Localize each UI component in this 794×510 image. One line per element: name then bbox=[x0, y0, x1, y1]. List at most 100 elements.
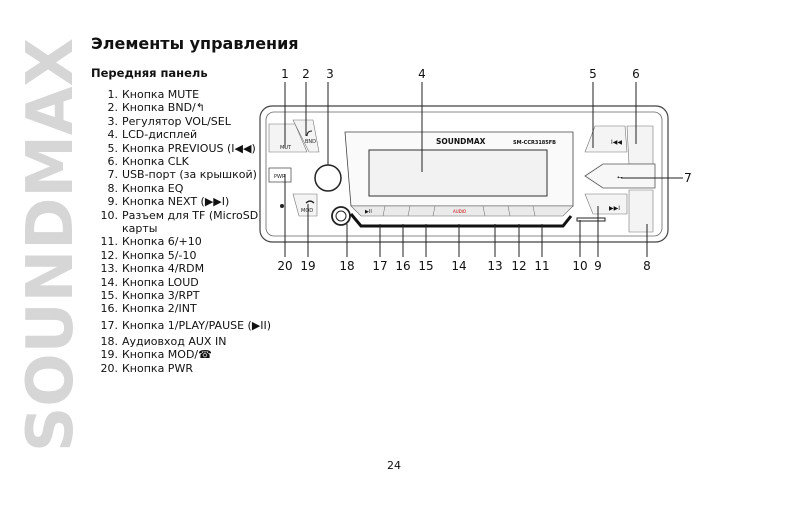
legend-text: Кнопка 1/PLAY/PAUSE (▶II) bbox=[122, 319, 272, 332]
callout-number: 14 bbox=[451, 259, 466, 273]
legend-item: 8 Кнопка EQ bbox=[91, 182, 281, 195]
callout-number: 13 bbox=[487, 259, 502, 273]
lcd-display bbox=[368, 149, 548, 197]
legend-text: Кнопка LOUD bbox=[122, 275, 199, 289]
legend-item: 3 Регулятор VOL/SEL bbox=[91, 115, 281, 128]
mod-label: MOD bbox=[301, 208, 313, 214]
volume-knob bbox=[314, 164, 342, 192]
legend-text: Кнопка PREVIOUS (I◀◀) bbox=[122, 141, 256, 155]
bnd-arrow-icon bbox=[306, 130, 313, 137]
eq-button bbox=[628, 189, 654, 233]
legend-text: Кнопка EQ bbox=[122, 181, 184, 195]
legend-number: 19 bbox=[91, 348, 118, 361]
clk-button bbox=[626, 125, 654, 165]
legend-item: 11 Кнопка 6/+10 bbox=[91, 235, 281, 248]
panel-model-text: SM-CCR3185FB bbox=[513, 140, 556, 146]
legend-number: 5 bbox=[91, 142, 118, 155]
legend-number: 18 bbox=[91, 335, 118, 348]
legend-text: Кнопка 4/RDM bbox=[122, 262, 205, 276]
legend-item: 14 Кнопка LOUD bbox=[91, 276, 281, 289]
callout-number: 19 bbox=[300, 259, 315, 273]
audio-label: AUDIO bbox=[453, 209, 466, 214]
front-panel-diagram: MUT BND PWR MOD SOUNDMAX SM-CCR3185FB AU… bbox=[259, 67, 692, 273]
callout-number: 11 bbox=[534, 259, 549, 273]
callout-number: 3 bbox=[326, 67, 334, 81]
mute-button bbox=[268, 123, 308, 153]
phone-icon bbox=[305, 200, 315, 204]
legend-item: 18 Аудиовход AUX IN bbox=[91, 335, 281, 348]
panel-brand-text: SOUNDMAX bbox=[436, 137, 486, 146]
legend-number: 15 bbox=[91, 289, 118, 302]
legend-item: 13Кнопка 4/RDM bbox=[91, 262, 281, 275]
bnd-label: BND bbox=[305, 139, 316, 145]
legend-item: 9 Кнопка NEXT (▶▶I) bbox=[91, 195, 281, 208]
legend-item: 16 Кнопка 2/INT bbox=[91, 302, 281, 315]
preset-divider bbox=[432, 205, 436, 217]
soundmax-vertical-logo: SOUNDMAX bbox=[20, 38, 84, 452]
legend-text: Аудиовход AUX IN bbox=[122, 335, 227, 348]
legend-number: 20 bbox=[91, 362, 118, 375]
callout-number: 10 bbox=[572, 259, 587, 273]
legend-item: 2 Кнопка BND/↰ bbox=[91, 101, 281, 114]
preset-strip-shadow bbox=[349, 213, 573, 228]
callout-number: 4 bbox=[418, 67, 426, 81]
callout-number: 17 bbox=[372, 259, 387, 273]
preset-divider bbox=[382, 205, 386, 217]
page-number: 24 bbox=[387, 459, 401, 472]
legend-item: 4LCD-дисплей bbox=[91, 128, 281, 141]
legend-item: 17 Кнопка 1/PLAY/PAUSE (▶II) bbox=[91, 319, 281, 332]
usb-icon: ⭠ bbox=[617, 173, 623, 181]
legend-text: Кнопка PWR bbox=[122, 361, 193, 375]
next-icon: ▶▶I bbox=[609, 205, 620, 212]
legend-item: 6 Кнопка CLK bbox=[91, 155, 281, 168]
leader-lines bbox=[284, 82, 683, 257]
callout-number: 12 bbox=[511, 259, 526, 273]
legend-number: 9 bbox=[91, 195, 118, 208]
callout-number: 9 bbox=[594, 259, 602, 273]
aux-jack bbox=[335, 210, 347, 222]
legend-text: Кнопка 2/INT bbox=[122, 302, 197, 316]
previous-icon: I◀◀ bbox=[611, 139, 622, 146]
legend-number: 11 bbox=[91, 235, 118, 248]
legend-item: 19 Кнопка MOD/☎ bbox=[91, 348, 281, 361]
legend-number: 6 bbox=[91, 155, 118, 168]
preset-divider bbox=[407, 205, 411, 217]
legend-text: Кнопка NEXT (▶▶I) bbox=[122, 195, 230, 209]
legend-number: 3 bbox=[91, 115, 118, 128]
legend-text: Кнопка MOD/☎ bbox=[122, 348, 212, 362]
callout-number: 1 bbox=[281, 67, 289, 81]
section-title: Элементы управления bbox=[91, 34, 299, 53]
mute-label: MUT bbox=[280, 145, 292, 151]
legend-number: 12 bbox=[91, 249, 118, 262]
usb-cover bbox=[584, 163, 656, 189]
callout-number: 5 bbox=[589, 67, 597, 81]
previous-button bbox=[584, 125, 628, 153]
legend-number: 2 bbox=[91, 101, 118, 114]
legend-text: Кнопка MUTE bbox=[122, 88, 200, 101]
legend-text: LCD-дисплей bbox=[122, 128, 198, 142]
play-pause-mark-icon: ▶II bbox=[365, 209, 372, 215]
subsection-title: Передняя панель bbox=[91, 66, 208, 80]
legend-item: 15 Кнопка 3/RPT bbox=[91, 289, 281, 302]
preset-divider bbox=[482, 205, 486, 217]
microsd-slot bbox=[576, 217, 606, 222]
legend-text: Кнопка 6/+10 bbox=[122, 235, 202, 249]
callout-number: 7 bbox=[684, 171, 692, 185]
legend-text: Регулятор VOL/SEL bbox=[122, 114, 231, 128]
legend-number: 10 bbox=[91, 209, 118, 222]
callout-number: 2 bbox=[302, 67, 310, 81]
legend-number: 8 bbox=[91, 182, 118, 195]
callout-number: 18 bbox=[339, 259, 354, 273]
legend-number: 17 bbox=[91, 319, 118, 332]
legend-number: 14 bbox=[91, 276, 118, 289]
legend-number: 1 bbox=[91, 88, 118, 101]
legend-text: USB-порт (за крышкой) bbox=[122, 168, 257, 182]
preset-divider bbox=[532, 205, 536, 217]
legend-number: 16 bbox=[91, 302, 118, 315]
legend-text: Кнопка CLK bbox=[122, 155, 189, 168]
legend-text: Кнопка 5/-10 bbox=[122, 248, 197, 262]
legend-item: 1 Кнопка MUTE bbox=[91, 88, 281, 101]
legend-text: Кнопка 3/RPT bbox=[122, 289, 200, 302]
legend-text: Кнопка BND/↰ bbox=[122, 101, 205, 115]
callout-number: 8 bbox=[643, 259, 651, 273]
